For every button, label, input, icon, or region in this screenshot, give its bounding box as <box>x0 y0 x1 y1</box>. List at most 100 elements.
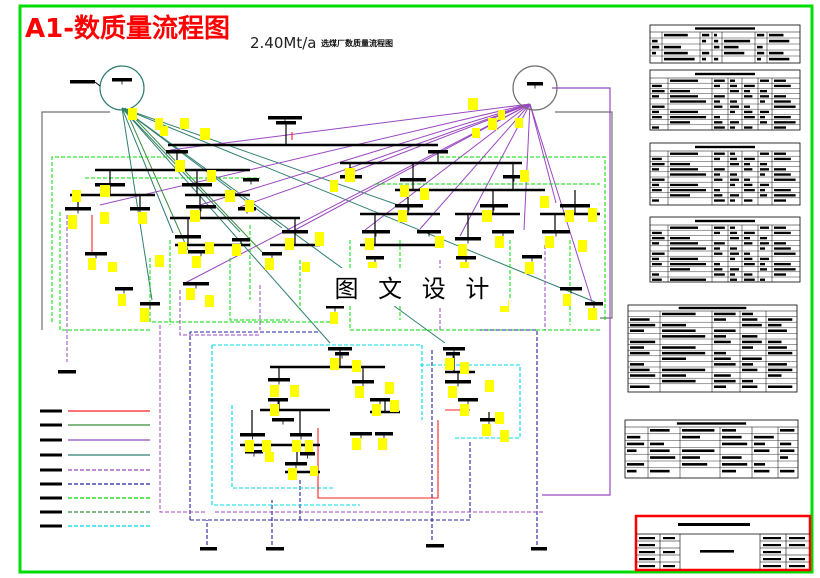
data-labels-layer <box>68 98 597 480</box>
table-5-cell-text <box>714 340 731 344</box>
table-2-cell-text <box>652 89 665 93</box>
equipment-label <box>503 175 525 179</box>
title-block-cell-text <box>639 558 655 561</box>
table-2-cell-text <box>744 89 750 93</box>
table-3-heading <box>695 145 755 149</box>
legend-swatch-label <box>40 524 62 528</box>
table-2-cell-text <box>670 110 698 114</box>
navy-dashed-flow-line <box>189 331 320 520</box>
table-6-cell-text <box>722 463 748 466</box>
legend-swatch-label <box>40 409 62 413</box>
table-3-cell-text <box>774 173 791 176</box>
equipment-label <box>395 204 423 208</box>
table-6-cell-text <box>722 456 742 459</box>
equipment-label <box>243 178 259 182</box>
table-4-cell-text <box>730 257 735 261</box>
table-2-cell-text <box>760 100 765 103</box>
data-label <box>495 236 504 248</box>
green-dashed-flow-line <box>440 156 606 320</box>
table-4-cell-text <box>730 247 737 250</box>
teal-flow-line <box>121 107 331 344</box>
table-3-cell-text <box>714 152 725 155</box>
data-label <box>265 452 274 462</box>
table-5-cell-text <box>714 351 726 355</box>
red-flow-line <box>317 420 439 499</box>
data-label <box>352 438 361 450</box>
table-4-cell-text <box>744 231 755 235</box>
data-label <box>545 236 554 248</box>
table-5-cell-text <box>662 335 706 338</box>
table-3-cell-text <box>714 188 720 192</box>
table-5-cell-text <box>662 374 686 377</box>
drawing-subtitle: 选煤厂数质量流程图 <box>321 38 393 48</box>
table-4-cell-text <box>652 262 662 266</box>
table-4-cell-text <box>670 268 690 271</box>
table-4-cell-text <box>774 268 796 271</box>
table-6-cell-text <box>627 449 637 453</box>
data-label <box>472 128 480 138</box>
legend-swatch-label <box>40 438 62 442</box>
table-5-cell-text <box>768 346 787 349</box>
table-3-cell-text <box>670 188 706 192</box>
data-label <box>485 380 494 392</box>
table-2-cell-text <box>652 115 662 119</box>
table-3-cell-text <box>714 194 723 197</box>
data-label <box>68 215 77 229</box>
table-5-cell-text <box>742 363 753 366</box>
equipment-label <box>445 380 471 384</box>
equipment-label <box>456 256 476 260</box>
table-3-cell-text <box>730 199 735 202</box>
table-3-cell-text <box>744 178 750 181</box>
equipment-label <box>166 150 188 154</box>
frame-layer <box>18 4 814 574</box>
table-4-cell-text <box>774 252 796 255</box>
purple-flow-line <box>99 103 531 206</box>
purple-flow-line <box>169 103 531 151</box>
table-3-cell-text <box>744 162 750 166</box>
table-4-cell-text <box>774 262 791 266</box>
dark-green-flow-line <box>124 107 189 251</box>
table-2-cell-text <box>670 79 698 82</box>
data-label <box>448 386 457 398</box>
data-label <box>155 255 164 267</box>
table-5-cell-text <box>768 340 782 344</box>
table-3-cell-text <box>744 157 755 161</box>
table-3-cell-text <box>744 168 753 171</box>
table-2-cell-text <box>730 126 735 129</box>
table-5-cell-text <box>630 318 650 321</box>
table-1-cell-text <box>664 33 688 37</box>
data-label <box>292 440 301 452</box>
data-label <box>482 210 492 222</box>
equipment-label <box>443 347 465 351</box>
table-2-cell-text <box>670 115 706 119</box>
table-1-cell-text <box>724 45 739 49</box>
table-2-cell-text <box>774 121 796 124</box>
table-6-cell-text <box>682 429 715 432</box>
purple-flow-line <box>199 103 531 206</box>
title-block-cell-text <box>639 551 655 554</box>
table-1 <box>649 24 801 64</box>
table-6-cell-text <box>722 469 736 473</box>
data-label <box>190 210 200 222</box>
table-1-cell-text <box>757 45 763 49</box>
data-label <box>435 236 444 248</box>
table-2-cell-text <box>744 126 753 129</box>
table-2-cell-text <box>730 110 735 114</box>
table-6-cell-text <box>722 435 742 439</box>
watermark-backdrop <box>322 268 508 306</box>
table-4-cell-text <box>774 242 786 245</box>
table-5-cell-text <box>742 379 753 383</box>
equipment-label <box>446 352 460 356</box>
table-5-cell-text <box>714 385 726 388</box>
gray-flow-line <box>41 111 110 330</box>
table-4-cell-text <box>714 268 723 271</box>
table-2-cell-text <box>744 115 755 119</box>
table-5-cell-text <box>742 323 762 327</box>
title-block <box>634 514 812 572</box>
purple-flow-line <box>239 103 531 208</box>
table-5-cell-text <box>742 335 758 338</box>
table-4-cell-text <box>652 252 665 255</box>
tables-layer <box>624 24 801 479</box>
equipment-label <box>130 207 150 211</box>
table-6-cell-text <box>682 435 700 439</box>
